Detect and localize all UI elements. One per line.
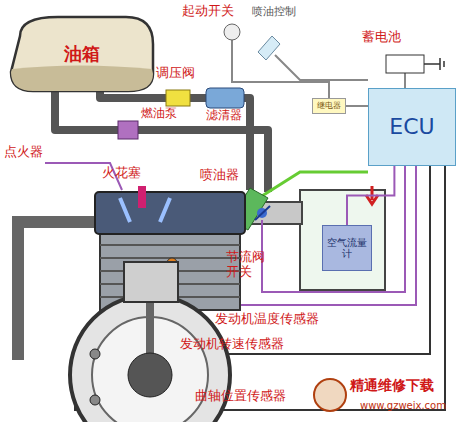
- fuel-level: [11, 66, 153, 92]
- node-text: 继电器: [317, 102, 341, 111]
- start-switch-symbol: [224, 24, 240, 40]
- part-label: 喷油器: [200, 168, 239, 183]
- regulator-symbol: [166, 90, 190, 106]
- battery-symbol: [386, 55, 424, 73]
- ecu-box: ECU: [368, 88, 456, 166]
- wire-connector: [346, 105, 368, 107]
- relay-box: 继电器: [312, 98, 346, 114]
- node-text: 空气流量计: [323, 237, 371, 259]
- throttle-wire: [262, 166, 405, 292]
- part-label: 火花塞: [102, 166, 141, 181]
- part-label: 调压阀: [156, 66, 195, 81]
- sensor-label: 曲轴位置传感器: [195, 389, 286, 404]
- crank: [128, 353, 172, 397]
- crank-sensor-wire: [75, 166, 445, 410]
- throttle-plate: [255, 206, 270, 220]
- spark-plug-symbol: [138, 186, 146, 208]
- piston: [124, 262, 178, 302]
- control-wire: [275, 55, 368, 80]
- part-label: 喷油控制: [252, 6, 296, 19]
- injection-control-symbol: [258, 36, 280, 60]
- part-label: 点火器: [4, 145, 43, 160]
- part-label: 蓄电池: [362, 30, 401, 45]
- node-text: ECU: [389, 115, 434, 139]
- part-label: 滤清器: [206, 109, 242, 123]
- crank-sensor-symbol: [90, 395, 100, 405]
- tank-body: [11, 17, 153, 91]
- part-label: 起动开关: [182, 4, 234, 19]
- fuel-pump-symbol: [118, 121, 138, 139]
- switch-wire: [232, 40, 329, 98]
- air-flow-meter: 空气流量计: [322, 225, 372, 271]
- cylinder-head: [95, 192, 245, 234]
- part-label: 燃油泵: [141, 107, 177, 121]
- battery-wire: [404, 73, 406, 88]
- wire-connector: [347, 166, 394, 225]
- fuel-tank: 油箱: [8, 14, 156, 94]
- speed-sensor-symbol: [90, 349, 100, 359]
- watermark-logo: [314, 379, 346, 411]
- watermark: 精通维修下载: [350, 377, 434, 393]
- node-text: 油箱: [64, 44, 100, 64]
- part-label: 节流阀 开关: [226, 250, 270, 280]
- sensor-label: 发动机转速传感器: [180, 337, 284, 352]
- sensor-label: 发动机温度传感器: [215, 312, 319, 327]
- watermark: www.gzweix.com: [360, 400, 446, 412]
- ground-symbol: [424, 58, 444, 70]
- filter-symbol: [206, 88, 244, 108]
